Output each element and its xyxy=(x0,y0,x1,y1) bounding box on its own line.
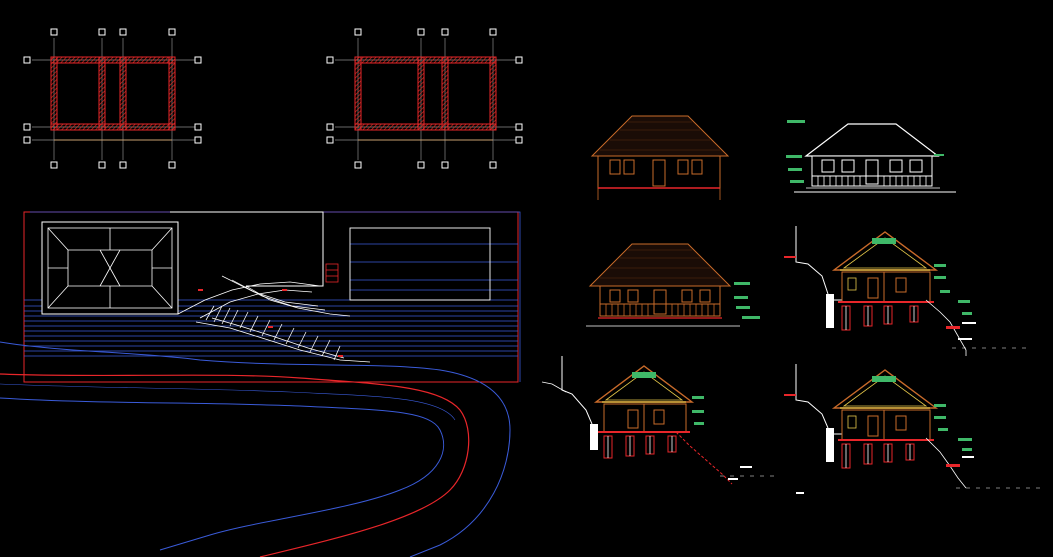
section-2 xyxy=(541,356,780,485)
section-1 xyxy=(784,226,1032,356)
section-3 xyxy=(784,364,1040,494)
road-contours xyxy=(0,341,511,557)
site-plan xyxy=(23,211,521,383)
foundation-plan-1 xyxy=(23,28,202,169)
foundation-plan-2 xyxy=(326,28,523,169)
rendered-elevation xyxy=(786,120,956,193)
porch-elevation xyxy=(586,243,760,327)
front-elevation xyxy=(590,115,730,200)
